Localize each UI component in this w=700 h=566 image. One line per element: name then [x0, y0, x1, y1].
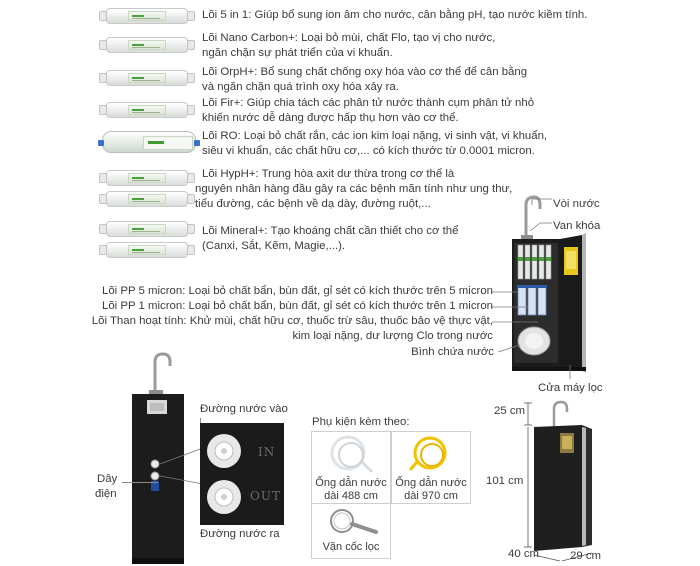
filter-hyph-desc-3: tiểu đường, các bệnh về dạ dày, đường ru…: [195, 198, 431, 210]
filter-orph-cartridge: [99, 70, 195, 86]
label-power-cord-2: điện: [95, 488, 117, 500]
machine-open-illustration: [512, 195, 586, 373]
filter-hyph-desc-1: Lõi HypH+: Trung hòa axit dư thừa trong …: [202, 168, 455, 180]
filter-fir-cartridge: [99, 102, 195, 118]
annotation-lines: [492, 198, 571, 379]
port-connector-lines: [159, 447, 204, 485]
filter-hyph-cartridge-1: [99, 170, 195, 186]
ports-closeup: IN OUT: [200, 423, 284, 525]
dim-height: 101 cm: [486, 475, 524, 487]
filter-mineral-cartridge-2: [99, 242, 195, 258]
yellow-pipe-label-1: Ống dẫn nước: [395, 477, 467, 489]
filter-carbon-desc-1: Lõi Than hoạt tính: Khử mùi, chất hữu cơ…: [91, 315, 493, 327]
white-pipe-label-2: dài 488 cm: [324, 490, 378, 502]
white-pipe-label-1: Ống dẫn nước: [315, 477, 387, 489]
white-pipe-box: Ống dẫn nước dài 488 cm: [311, 431, 391, 504]
filter-5in1-cartridge: [99, 8, 195, 24]
filter-nano-carbon-desc-2: ngăn chặn sự phát triển của vi khuẩn.: [202, 47, 393, 59]
dim-top: 25 cm: [494, 405, 526, 417]
filter-orph-desc-2: và ngăn chặn quá trình oxy hóa xảy ra.: [202, 81, 399, 93]
filter-nano-carbon-desc-1: Lõi Nano Carbon+: Loại bỏ mùi, chất Flo,…: [202, 32, 496, 44]
filter-pp1-desc: Lõi PP 1 micron: Loại bỏ chất bẩn, bùn đ…: [102, 300, 493, 312]
wrench-box: Vặn cốc lọc: [311, 503, 391, 559]
label-power-cord-1: Dây: [97, 473, 118, 485]
yellow-pipe-label-2: dài 970 cm: [404, 490, 458, 502]
filter-ro-desc-2: siêu vi khuẩn, các chất hữu cơ,... có kí…: [202, 145, 535, 157]
filter-fir-desc-2: khiến nước dễ dàng được hấp thụ hơn vào …: [202, 112, 459, 124]
yellow-pipe-icon: [408, 436, 447, 471]
ports-closeup-illustration: [207, 434, 241, 514]
filter-fir-desc-1: Lõi Fir+: Giúp chia tách các phân tử nướ…: [202, 97, 535, 109]
filter-wrench-icon: [330, 509, 378, 534]
label-water-outlet: Đường nước ra: [200, 528, 280, 540]
filter-hyph-desc-2: nguyên nhân hàng đầu gây ra các bệnh mãn…: [195, 183, 513, 195]
label-faucet: Vòi nước: [553, 198, 600, 210]
power-cord-line: [122, 482, 158, 483]
filter-carbon-desc-2: kim loại nặng, dư lượng Clo trong nước: [292, 330, 493, 342]
filter-nano-carbon-cartridge: [99, 37, 195, 53]
filter-5in1-desc: Lõi 5 in 1: Giúp bổ sung ion âm cho nước…: [202, 9, 588, 21]
filter-ro-desc-1: Lõi RO: Loại bỏ chất rắn, các ion kim lo…: [202, 130, 548, 142]
label-door: Cửa máy lọc: [538, 382, 603, 394]
filter-hyph-cartridge-2: [99, 191, 195, 207]
port-in-label: IN: [258, 445, 276, 459]
label-water-inlet: Đường nước vào: [200, 403, 288, 415]
label-valve: Van khóa: [553, 220, 601, 232]
filter-ro-membrane: [98, 131, 200, 153]
port-out-label: OUT: [250, 489, 281, 503]
filter-mineral-desc-2: (Canxi, Sắt, Kẽm, Magie,...).: [202, 240, 346, 252]
wrench-label: Vặn cốc lọc: [322, 541, 380, 553]
filter-mineral-cartridge-1: [99, 221, 195, 237]
label-tank: Bình chứa nước: [411, 346, 494, 358]
filter-orph-desc-1: Lõi OrpH+: Bổ sung chất chống oxy hóa và…: [202, 66, 528, 78]
yellow-pipe-box: Ống dẫn nước dài 970 cm: [391, 431, 471, 504]
filter-pp5-desc: Lõi PP 5 micron: Loại bỏ chất bẩn, bùn đ…: [102, 285, 493, 297]
dim-width: 29 cm: [570, 550, 602, 562]
white-pipe-icon: [330, 435, 374, 474]
machine-dimension-illustration: [524, 400, 593, 562]
dim-depth: 40 cm: [508, 548, 540, 560]
filter-mineral-desc-1: Lõi Mineral+: Tạo khoáng chất cần thiết …: [202, 225, 459, 237]
accessories-title: Phụ kiện kèm theo:: [312, 416, 410, 428]
machine-back-illustration: [132, 352, 184, 564]
